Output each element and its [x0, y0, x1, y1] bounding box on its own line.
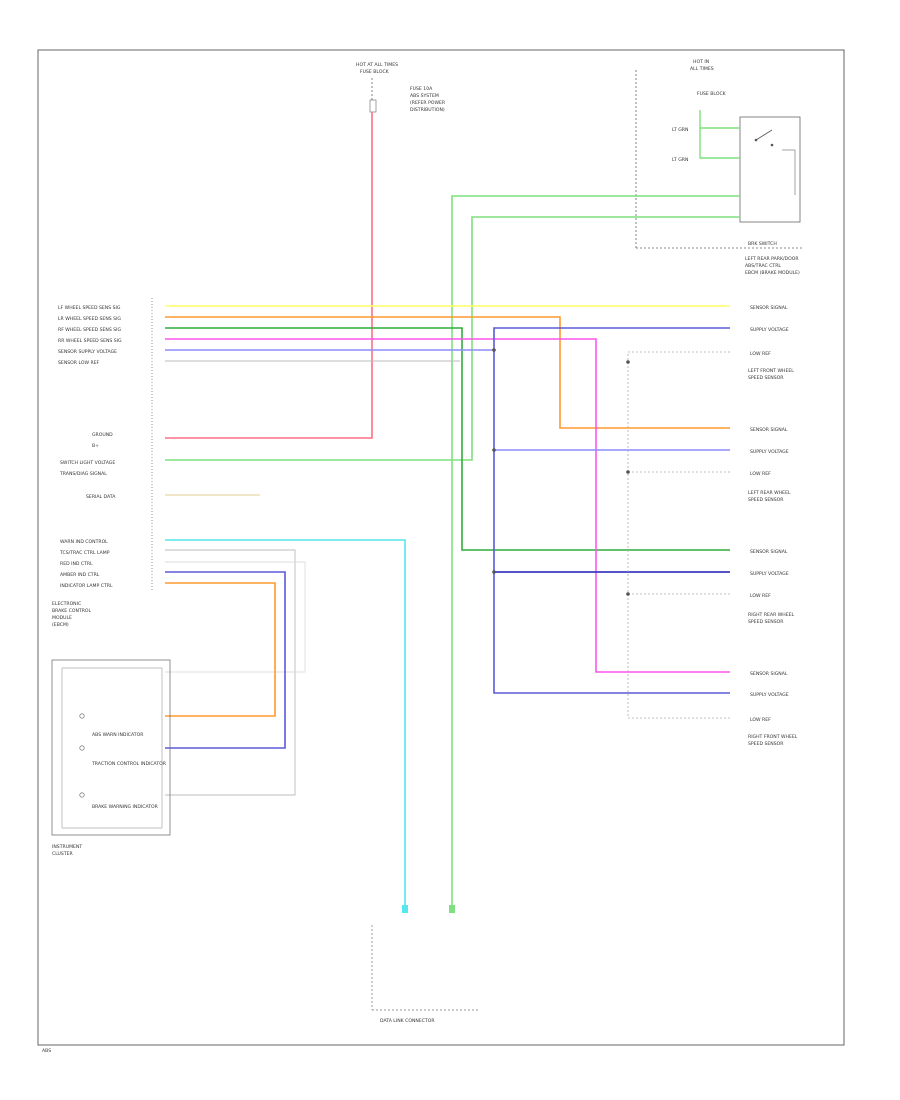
left-header-1: LR WHEEL SPEED SENS SIG — [58, 316, 121, 322]
svg-text:SPEED SENSOR: SPEED SENSOR — [748, 619, 784, 625]
cluster-item-1: TRACTION CONTROL INDICATOR — [91, 761, 167, 767]
top-fuse-group: HOT AT ALL TIMES FUSE BLOCK FUSE 10A ABS… — [356, 62, 446, 113]
svg-text:ABS SYSTEM: ABS SYSTEM — [410, 93, 439, 99]
top-right-caption-3: EBCM (BRAKE MODULE) — [745, 270, 800, 276]
right-sensor-labels: SENSOR SIGNAL SUPPLY VOLTAGE LOW REF LEF… — [748, 305, 798, 747]
module-caption-1: BRAKE CONTROL — [52, 608, 92, 614]
left-lower-3: AMBER IND CTRL — [60, 572, 100, 578]
top-right-label2: BRK SWITCH — [748, 241, 777, 247]
ebcm-connector: LF WHEEL SPEED SENS SIG LR WHEEL SPEED S… — [52, 298, 153, 628]
left-header-3: RR WHEEL SPEED SENS SIG — [58, 338, 122, 344]
left-lower-1: TCS/TRAC CTRL LAMP — [59, 550, 110, 556]
red-wire — [165, 112, 373, 439]
svg-text:SPEED SENSOR: SPEED SENSOR — [748, 375, 784, 381]
svg-text:LOW REF: LOW REF — [750, 717, 771, 723]
module-caption-3: (EBCM) — [52, 622, 69, 628]
left-header-2: RF WHEEL SPEED SENS SIG — [58, 327, 122, 333]
left-header-0: LF WHEEL SPEED SENS SIG — [58, 305, 121, 311]
top-right-caption-1: LEFT REAR PARK/DOOR — [745, 256, 799, 262]
svg-text:SUPPLY VOLTAGE: SUPPLY VOLTAGE — [750, 327, 789, 333]
svg-text:DISTRIBUTION): DISTRIBUTION) — [410, 107, 445, 113]
svg-text:LOW REF: LOW REF — [750, 471, 771, 477]
cyan-wire — [165, 539, 406, 905]
top-right-box: HOT IN ALL TIMES FUSE BLOCK BRK SWITCH L… — [635, 59, 804, 276]
top-right-caption-2: ABS/TRAC CTRL — [745, 263, 781, 269]
left-header-4: SENSOR SUPPLY VOLTAGE — [58, 349, 117, 355]
svg-text:LEFT FRONT WHEEL: LEFT FRONT WHEEL — [748, 368, 794, 374]
top-right-label1: FUSE BLOCK — [697, 91, 727, 97]
diagram-frame — [37, 49, 845, 1046]
magenta-wire — [165, 338, 730, 673]
svg-text:LOW REF: LOW REF — [750, 593, 771, 599]
svg-text:SUPPLY VOLTAGE: SUPPLY VOLTAGE — [750, 449, 789, 455]
fuse-label-2: FUSE BLOCK — [360, 69, 390, 75]
left-mid2-1: TRANS/DIAG SIGNAL — [59, 471, 107, 477]
left-header-5: SENSOR LOW REF — [58, 360, 100, 366]
svg-text:RIGHT REAR WHEEL: RIGHT REAR WHEEL — [748, 612, 795, 618]
footer-code: ABS — [42, 1048, 51, 1054]
bottom-caption: DATA LINK CONNECTOR — [380, 1018, 435, 1024]
svg-text:LT GRN: LT GRN — [672, 127, 688, 133]
svg-text:SENSOR SIGNAL: SENSOR SIGNAL — [750, 427, 788, 433]
svg-text:LEFT REAR WHEEL: LEFT REAR WHEEL — [748, 490, 791, 496]
left-lower-2: RED IND CTRL — [60, 561, 93, 567]
left-mid2-0: SWITCH LIGHT VOLTAGE — [60, 460, 115, 466]
svg-text:LT GRN: LT GRN — [672, 157, 688, 163]
module-caption-2: MODULE — [52, 615, 72, 621]
svg-text:SUPPLY VOLTAGE: SUPPLY VOLTAGE — [750, 692, 789, 698]
svg-text:SUPPLY VOLTAGE: SUPPLY VOLTAGE — [750, 571, 789, 577]
cluster-caption-1: CLUSTER — [52, 851, 74, 857]
green-wire-1 — [451, 195, 740, 905]
left-lower-4: INDICATOR LAMP CTRL — [60, 583, 113, 589]
data-link-connector: DATA LINK CONNECTOR — [371, 905, 480, 1024]
svg-text:(REFER POWER: (REFER POWER — [410, 100, 446, 106]
top-right-sub: ALL TIMES — [690, 66, 714, 72]
svg-text:SPEED SENSOR: SPEED SENSOR — [748, 741, 784, 747]
cluster-item-2: BRAKE WARNING INDICATOR — [92, 804, 159, 810]
svg-text:FUSE 10A: FUSE 10A — [410, 86, 433, 92]
left-serial: SERIAL DATA — [86, 494, 116, 500]
svg-text:RIGHT FRONT WHEEL: RIGHT FRONT WHEEL — [748, 734, 798, 740]
fuse-label-1: HOT AT ALL TIMES — [356, 62, 398, 68]
svg-text:SENSOR SIGNAL: SENSOR SIGNAL — [750, 305, 788, 311]
orange-cluster-wire — [165, 582, 276, 717]
left-mid-1: B+ — [92, 443, 99, 449]
blue-cluster-wire — [165, 571, 286, 749]
instrument-cluster: ABS WARN INDICATOR TRACTION CONTROL INDI… — [51, 659, 171, 857]
svg-text:LOW REF: LOW REF — [750, 351, 771, 357]
orange-wire-1 — [165, 316, 730, 429]
cluster-item-0: ABS WARN INDICATOR — [92, 732, 144, 738]
cluster-caption-0: INSTRUMENT — [52, 844, 82, 850]
svg-text:SENSOR SIGNAL: SENSOR SIGNAL — [750, 549, 788, 555]
left-lower-0: WARN IND CONTROL — [60, 539, 108, 545]
svg-text:SENSOR SIGNAL: SENSOR SIGNAL — [750, 671, 788, 677]
svg-text:SPEED SENSOR: SPEED SENSOR — [748, 497, 784, 503]
left-mid-0: GROUND — [92, 432, 113, 438]
module-caption-0: ELECTRONIC — [52, 601, 81, 607]
top-right-title: HOT IN — [693, 59, 709, 65]
